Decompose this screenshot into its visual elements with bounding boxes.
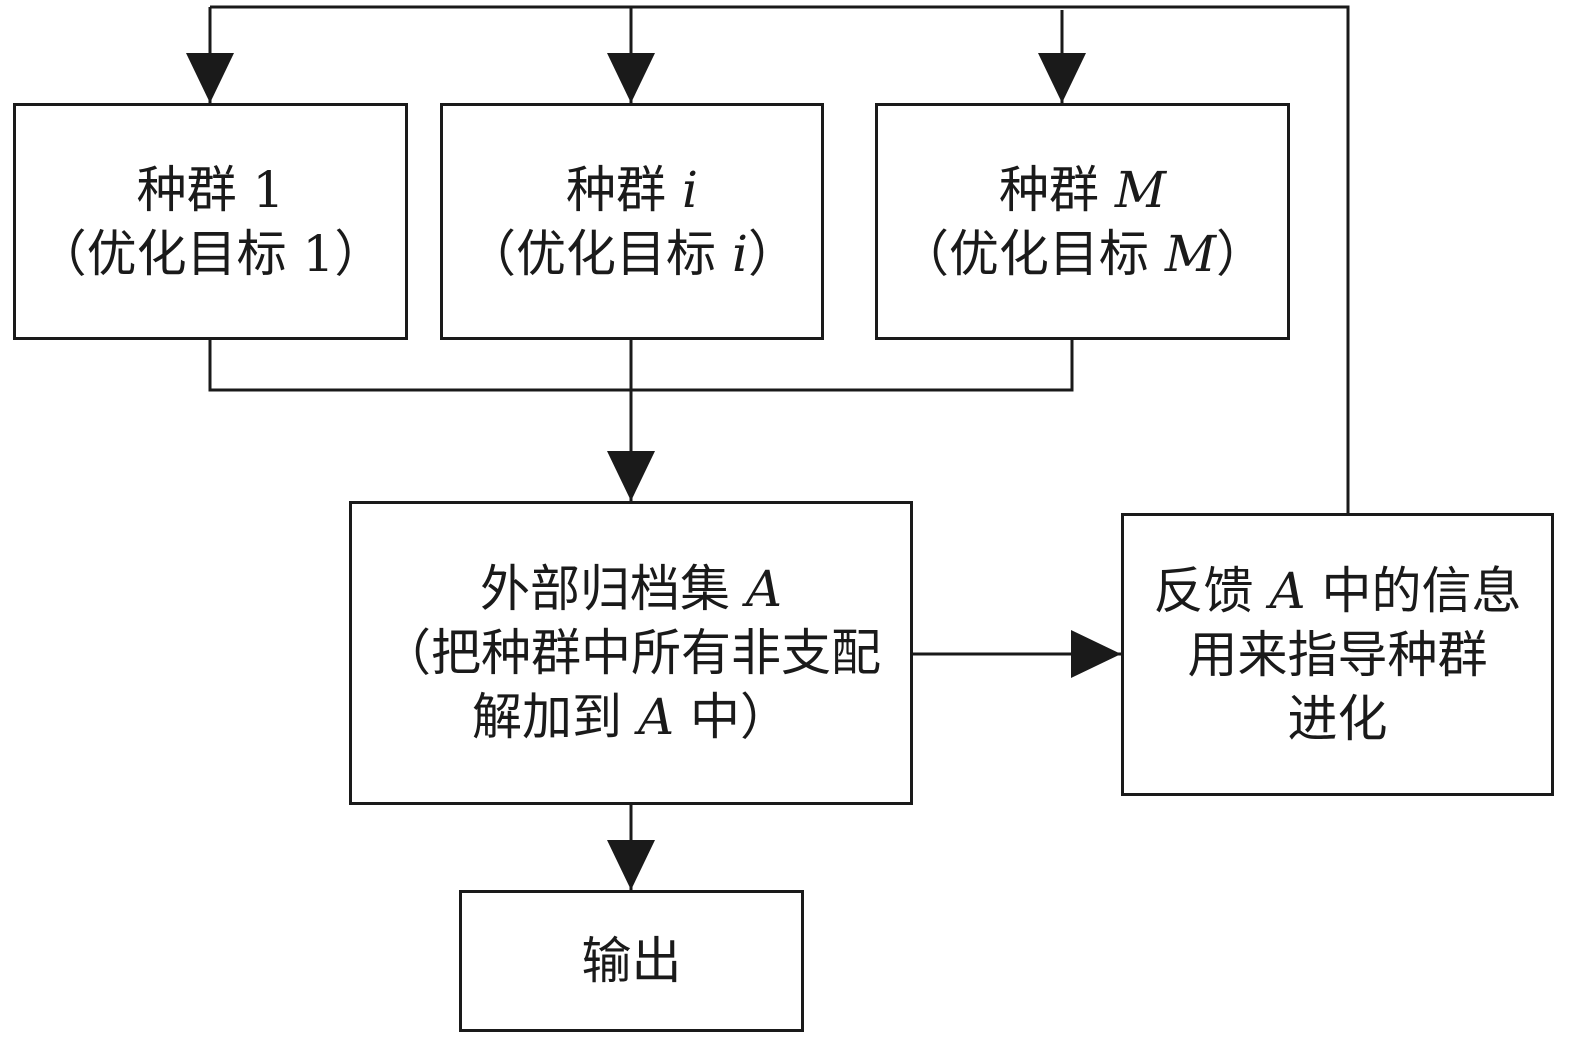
population-1-objective: （优化目标 1） [36,224,385,283]
external-archive-desc-1: （把种群中所有非支配 [381,624,881,682]
feedback-line-2: 用来指导种群 [1187,625,1488,684]
merge-bus-line [208,340,1074,392]
external-archive-desc-2: 解加到 A 中） [472,688,790,746]
feedback-loop-line [210,5,1350,513]
population-i-title: 种群 i [566,160,698,219]
population-1-title: 种群 1 [136,160,285,219]
population-1-box: 种群 1 （优化目标 1） [13,103,408,340]
output-label: 输出 [581,932,682,990]
population-M-objective: （优化目标 M） [898,224,1267,283]
feedback-box: 反馈 A 中的信息 用来指导种群 进化 [1121,513,1554,796]
external-archive-box: 外部归档集 A （把种群中所有非支配 解加到 A 中） [349,501,913,805]
external-archive-title: 外部归档集 A [479,560,782,618]
output-box: 输出 [459,890,804,1032]
population-M-box: 种群 M （优化目标 M） [875,103,1290,340]
feedback-line-3: 进化 [1287,689,1388,748]
population-M-title: 种群 M [998,160,1167,219]
feedback-line-1: 反馈 A 中的信息 [1153,561,1522,620]
population-i-objective: （优化目标 i） [466,224,798,283]
population-i-box: 种群 i （优化目标 i） [440,103,824,340]
